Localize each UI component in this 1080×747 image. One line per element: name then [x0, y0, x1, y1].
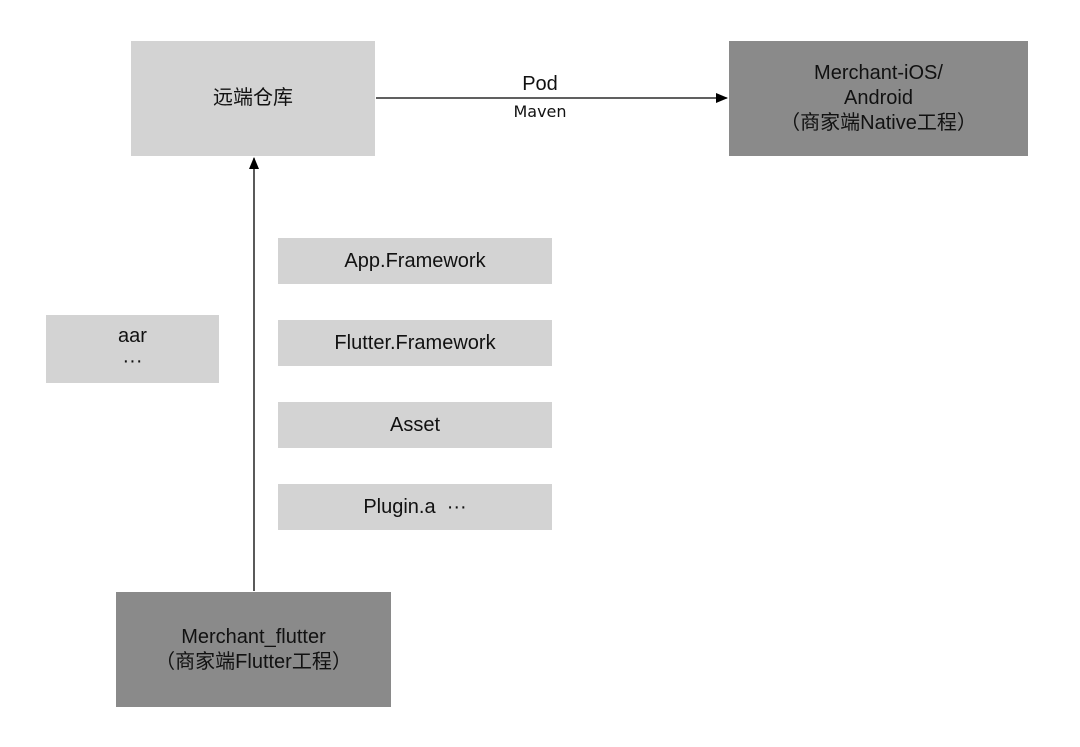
- artifact-plugin-a: Plugin.a ···: [278, 484, 552, 530]
- flutter-project-label-line-1: Merchant_flutter: [181, 625, 326, 648]
- remote-repo-node: 远端仓库: [131, 41, 375, 156]
- artifact-app-framework: App.Framework: [278, 238, 552, 284]
- aar-ellipsis: ···: [122, 350, 143, 372]
- artifact-asset: Asset: [278, 402, 552, 448]
- flutter-project-label-line-2: （商家端Flutter工程）: [155, 650, 352, 673]
- artifact-label: Flutter.Framework: [334, 331, 496, 354]
- native-project-label-line-1: Merchant-iOS/: [814, 62, 943, 84]
- remote-repo-label: 远端仓库: [213, 87, 293, 109]
- artifact-flutter-framework: Flutter.Framework: [278, 320, 552, 366]
- aar-node: aar ···: [46, 315, 219, 383]
- pod-edge-label: Pod: [522, 73, 558, 95]
- maven-edge-label: Maven: [513, 102, 567, 121]
- native-project-label-line-2: Android: [844, 87, 913, 109]
- artifact-label: App.Framework: [344, 249, 486, 272]
- native-project-label-line-3: （商家端Native工程）: [780, 112, 977, 134]
- artifact-label: Plugin.a ···: [363, 495, 467, 518]
- artifact-label: Asset: [389, 413, 441, 436]
- flutter-project-node: Merchant_flutter （商家端Flutter工程）: [116, 592, 391, 707]
- aar-label: aar: [118, 325, 147, 347]
- native-project-node: Merchant-iOS/ Android （商家端Native工程）: [729, 41, 1028, 156]
